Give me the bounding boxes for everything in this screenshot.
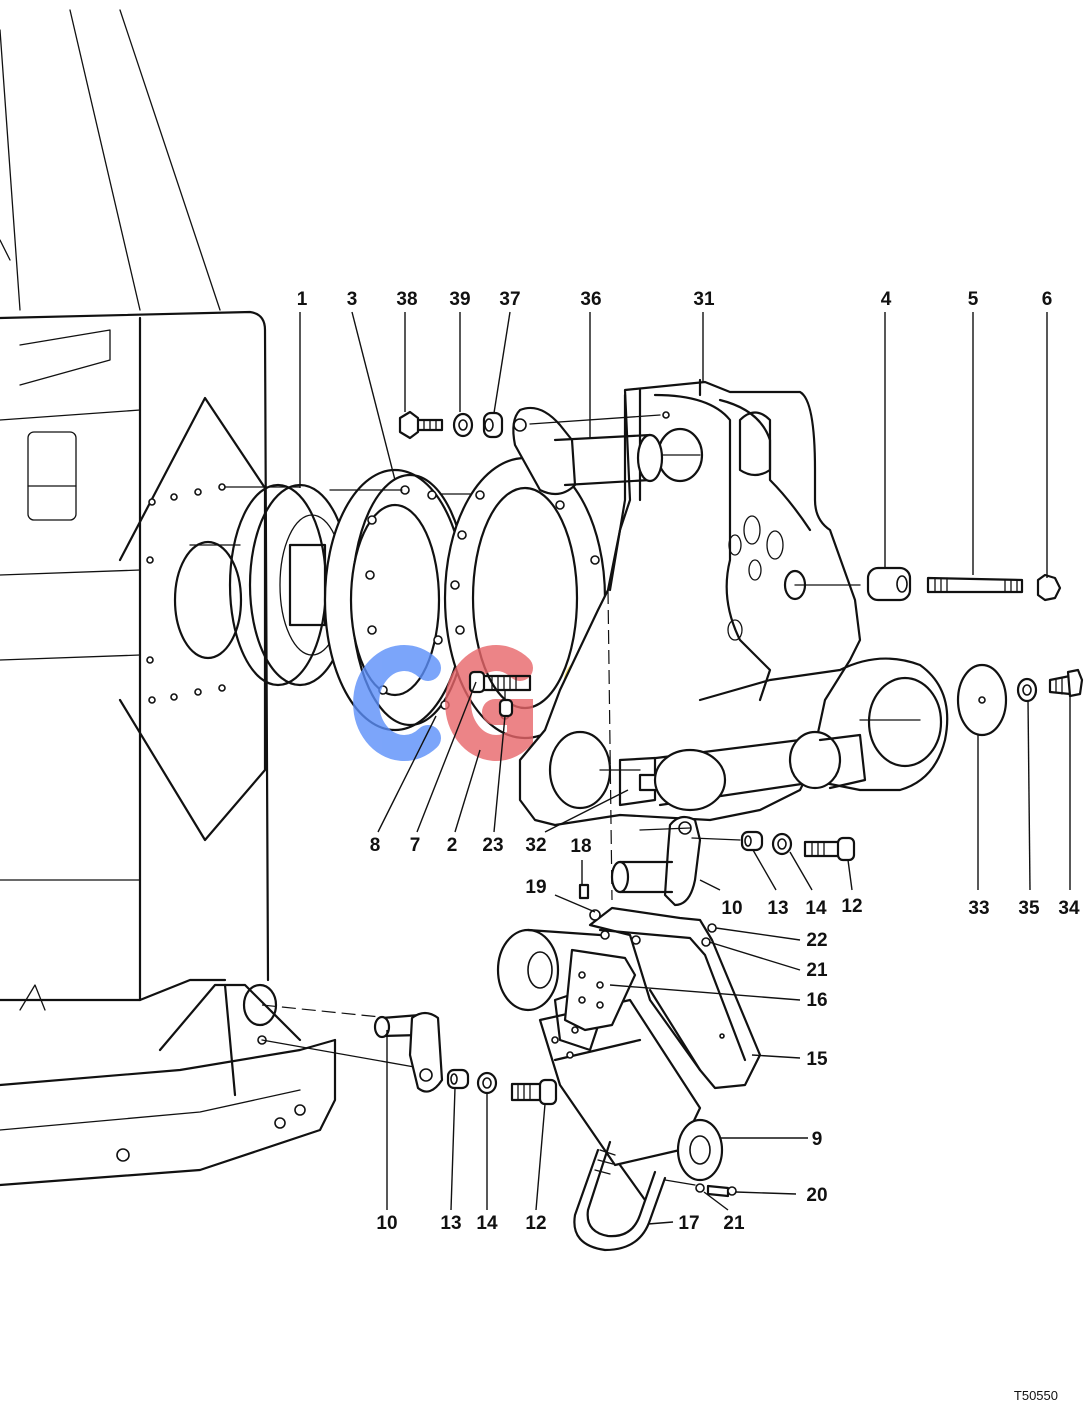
callout-33: 33 xyxy=(968,898,989,919)
callout-16: 16 xyxy=(806,990,827,1011)
callout-22: 22 xyxy=(806,930,827,951)
hardware-4-5-6 xyxy=(866,566,1062,602)
machine-frame xyxy=(0,9,337,1187)
cylinder-assembly xyxy=(496,883,762,1202)
callout-labels: 1 3 38 39 37 36 31 4 5 6 8 7 2 23 32 18 … xyxy=(297,289,1080,1234)
callout-5: 5 xyxy=(968,289,979,310)
drawing-code: T50550 xyxy=(1014,1388,1058,1403)
bearing-assembly xyxy=(224,456,607,740)
callout-17: 17 xyxy=(678,1213,699,1234)
callout-32: 32 xyxy=(525,835,546,856)
callout-12-lower: 12 xyxy=(525,1213,546,1234)
callout-21-lower: 21 xyxy=(723,1213,745,1234)
callout-8: 8 xyxy=(370,835,381,856)
callout-12-upper: 12 xyxy=(841,896,862,917)
callout-15: 15 xyxy=(806,1049,828,1070)
callout-14-lower: 14 xyxy=(476,1213,498,1234)
callout-4: 4 xyxy=(881,289,892,310)
hardware-33-35-34 xyxy=(956,663,1084,737)
callout-10-lower: 10 xyxy=(376,1213,397,1234)
u-clamp-17 xyxy=(573,1140,737,1252)
callout-7: 7 xyxy=(410,835,421,856)
leader-lines xyxy=(299,311,1071,1225)
hardware-38-39-37 xyxy=(398,410,504,440)
callout-38: 38 xyxy=(396,289,417,310)
callout-31: 31 xyxy=(693,289,715,310)
callout-9: 9 xyxy=(812,1129,823,1150)
callout-21-upper: 21 xyxy=(806,960,828,981)
pin-10-upper xyxy=(610,815,856,907)
callout-20: 20 xyxy=(806,1185,827,1206)
callout-1: 1 xyxy=(297,289,308,310)
callout-36: 36 xyxy=(580,289,601,310)
main-bracket xyxy=(518,378,949,901)
pin-36 xyxy=(512,406,670,496)
callout-10-upper: 10 xyxy=(721,898,742,919)
callout-3: 3 xyxy=(347,289,358,310)
callout-13-lower: 13 xyxy=(440,1213,461,1234)
callout-14-upper: 14 xyxy=(805,898,827,919)
callout-35: 35 xyxy=(1018,898,1040,919)
callout-13-upper: 13 xyxy=(767,898,788,919)
callout-2: 2 xyxy=(447,835,458,856)
callout-23: 23 xyxy=(482,835,503,856)
callout-39: 39 xyxy=(449,289,470,310)
callout-37: 37 xyxy=(499,289,520,310)
callout-6: 6 xyxy=(1042,289,1053,310)
callout-34: 34 xyxy=(1058,898,1080,919)
pin-10-lower xyxy=(261,1004,558,1106)
callout-18: 18 xyxy=(570,836,591,857)
callout-19: 19 xyxy=(525,877,546,898)
